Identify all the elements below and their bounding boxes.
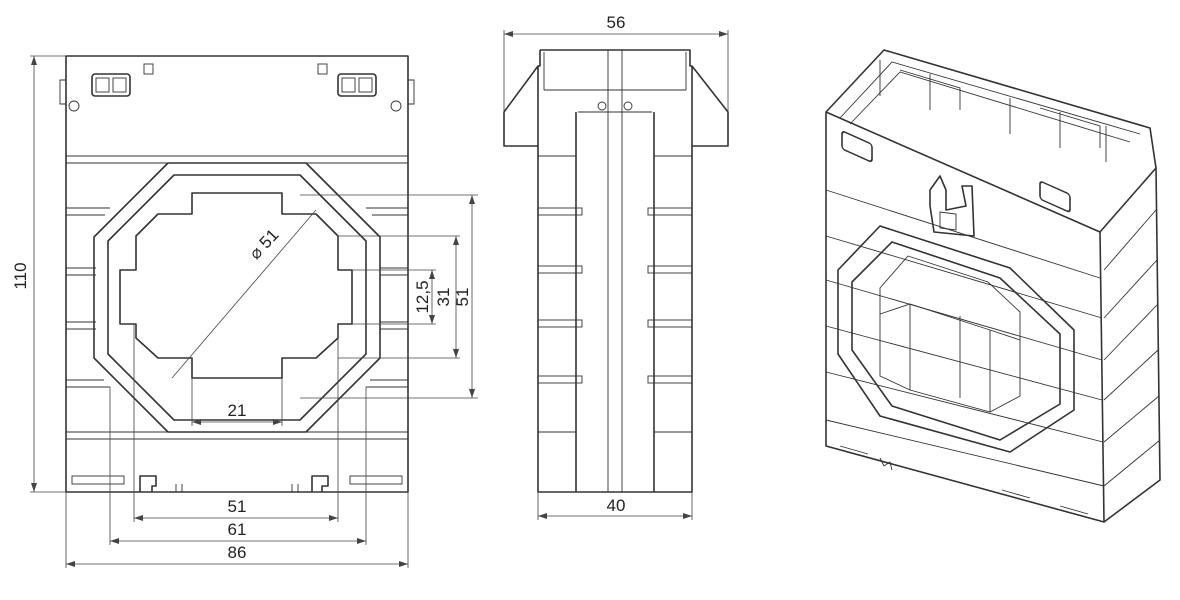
- dim-12-5: 12,5: [413, 280, 432, 313]
- side-dimensions: 56 40: [503, 13, 729, 520]
- front-dimensions: 110 ⌀ 51 12,5 31 51 21 51 61 86: [11, 55, 478, 568]
- current-transformer-3d-icon: [825, 49, 1161, 523]
- dim-51-bottom: 51: [228, 497, 247, 516]
- dim-56: 56: [607, 13, 626, 32]
- dim-21: 21: [228, 401, 247, 420]
- side-view: [503, 49, 729, 493]
- dim-51-vertical: 51: [453, 288, 472, 307]
- front-view: [59, 55, 415, 493]
- dim-31: 31: [434, 288, 453, 307]
- dim-40: 40: [607, 496, 626, 515]
- dim-diameter-51: ⌀ 51: [245, 225, 282, 263]
- dim-86: 86: [228, 543, 247, 562]
- dim-61: 61: [228, 520, 247, 539]
- dim-height-110: 110: [11, 262, 30, 289]
